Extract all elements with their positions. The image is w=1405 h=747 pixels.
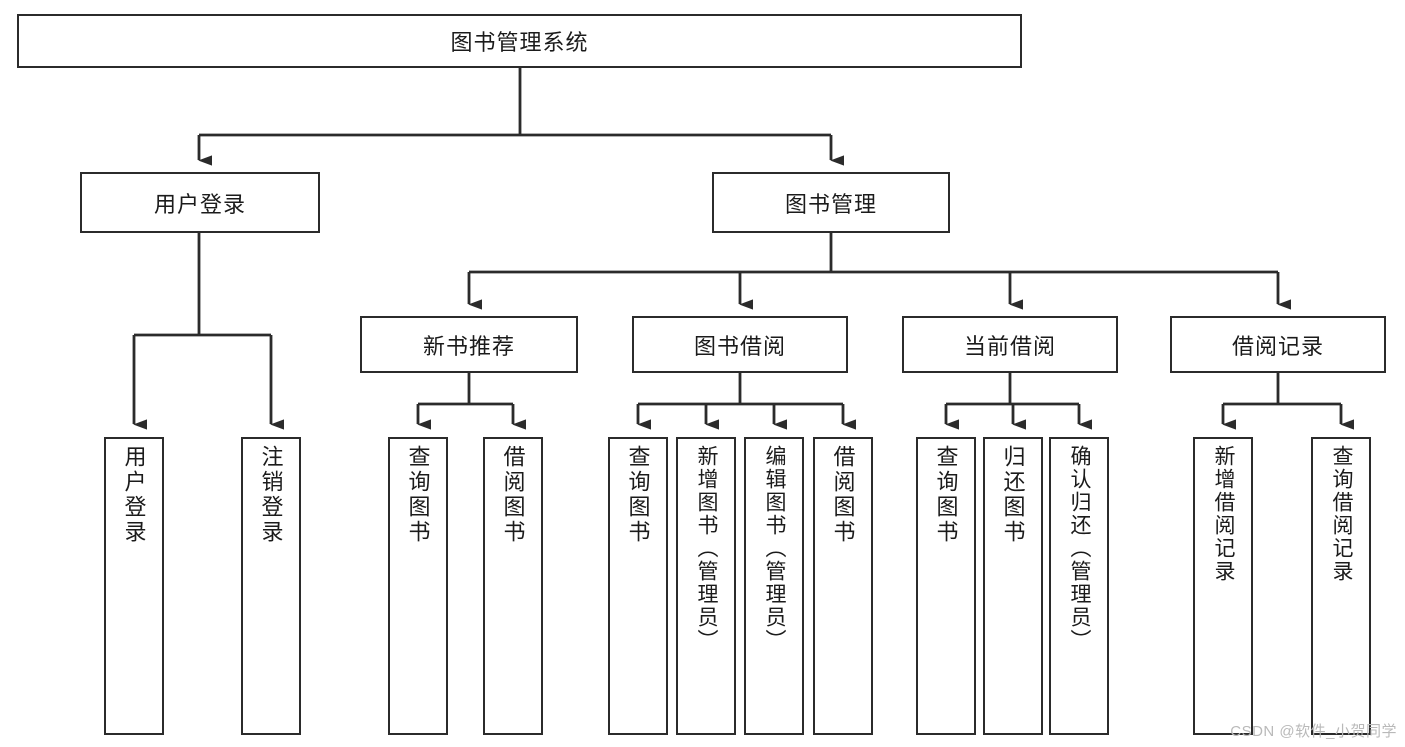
node-current-borrow[interactable]: 当前借阅 <box>902 316 1118 373</box>
node-book-borrow[interactable]: 图书借阅 <box>632 316 848 373</box>
node-book-manage-label: 图书管理 <box>784 191 877 217</box>
node-leaf-newbook-borrow-label: 借阅图书 <box>500 445 526 545</box>
node-user-login-label: 用户登录 <box>153 191 246 217</box>
node-leaf-currentborrow-query[interactable]: 查询图书 <box>916 437 976 735</box>
node-leaf-bookborrow-borrow[interactable]: 借阅图书 <box>813 437 873 735</box>
node-leaf-currentborrow-return-label: 归还图书 <box>1000 445 1026 545</box>
node-leaf-currentborrow-confirm[interactable]: 确认归还（管理员） <box>1049 437 1109 735</box>
node-leaf-bookborrow-edit[interactable]: 编辑图书（管理员） <box>744 437 804 735</box>
node-leaf-user-login[interactable]: 用户登录 <box>104 437 164 735</box>
node-leaf-newbook-query-label: 查询图书 <box>405 445 431 545</box>
node-leaf-borrowrecord-query[interactable]: 查询借阅记录 <box>1311 437 1371 735</box>
node-borrow-record[interactable]: 借阅记录 <box>1170 316 1386 373</box>
node-borrow-record-label: 借阅记录 <box>1231 333 1324 359</box>
node-new-book-label: 新书推荐 <box>422 333 515 359</box>
node-leaf-currentborrow-return[interactable]: 归还图书 <box>983 437 1043 735</box>
node-leaf-borrowrecord-add-label: 新增借阅记录 <box>1212 445 1236 583</box>
node-user-login[interactable]: 用户登录 <box>80 172 320 233</box>
node-leaf-currentborrow-confirm-label: 确认归还（管理员） <box>1068 445 1092 652</box>
node-leaf-bookborrow-add[interactable]: 新增图书（管理员） <box>676 437 736 735</box>
csdn-watermark: CSDN @软件_小贺同学 <box>1230 723 1397 740</box>
node-leaf-bookborrow-add-label: 新增图书（管理员） <box>695 445 719 652</box>
node-new-book[interactable]: 新书推荐 <box>360 316 578 373</box>
node-leaf-borrowrecord-query-label: 查询借阅记录 <box>1330 445 1354 583</box>
node-leaf-newbook-borrow[interactable]: 借阅图书 <box>483 437 543 735</box>
node-root-label: 图书管理系统 <box>450 30 589 55</box>
node-leaf-bookborrow-query-label: 查询图书 <box>625 445 651 545</box>
node-root[interactable]: 图书管理系统 <box>17 14 1022 68</box>
node-leaf-user-login-label: 用户登录 <box>121 445 147 545</box>
node-current-borrow-label: 当前借阅 <box>963 333 1056 359</box>
node-leaf-borrowrecord-add[interactable]: 新增借阅记录 <box>1193 437 1253 735</box>
node-leaf-bookborrow-edit-label: 编辑图书（管理员） <box>763 445 787 652</box>
node-leaf-newbook-query[interactable]: 查询图书 <box>388 437 448 735</box>
node-book-manage[interactable]: 图书管理 <box>712 172 950 233</box>
node-leaf-logout-label: 注销登录 <box>258 445 284 545</box>
node-leaf-bookborrow-borrow-label: 借阅图书 <box>830 445 856 545</box>
node-leaf-bookborrow-query[interactable]: 查询图书 <box>608 437 668 735</box>
node-leaf-currentborrow-query-label: 查询图书 <box>933 445 959 545</box>
node-leaf-logout[interactable]: 注销登录 <box>241 437 301 735</box>
node-book-borrow-label: 图书借阅 <box>693 333 786 359</box>
